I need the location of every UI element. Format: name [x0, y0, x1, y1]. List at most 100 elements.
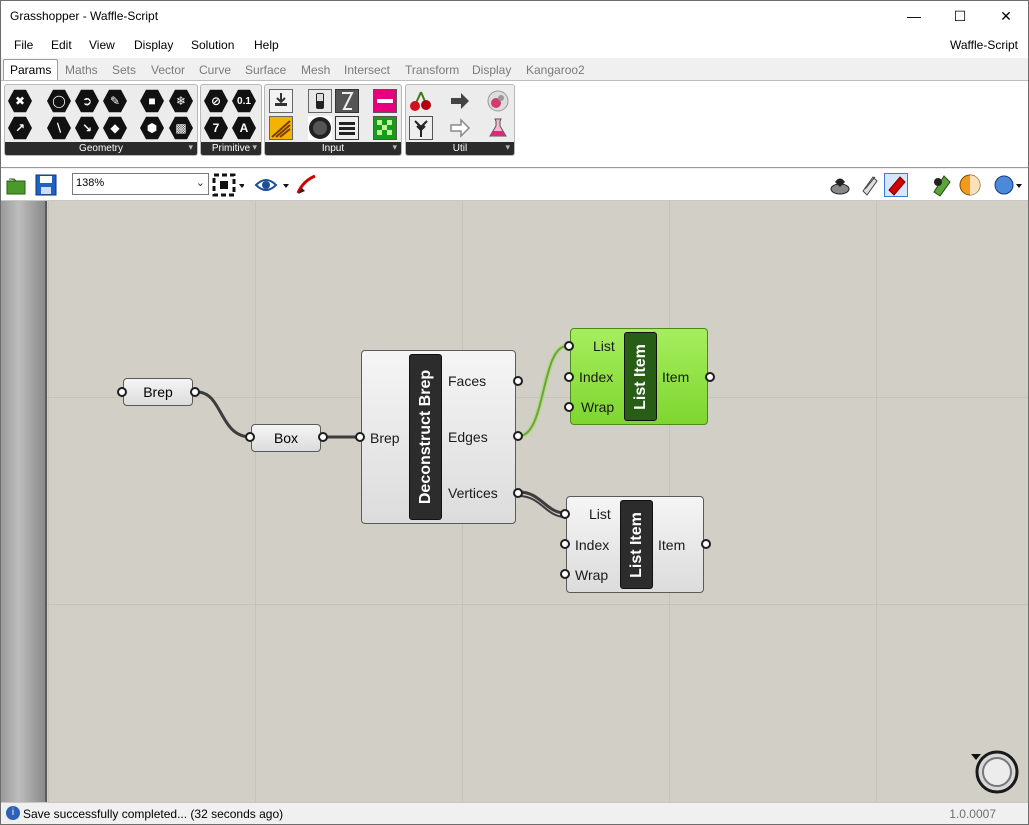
faces-output-port[interactable]: [513, 376, 523, 386]
maximize-button[interactable]: ☐: [937, 1, 983, 32]
close-icon: ✕: [1000, 8, 1012, 24]
circular-arc-param-icon[interactable]: ➲: [75, 89, 99, 113]
tab-intersect[interactable]: Intersect: [344, 63, 391, 77]
cherry-picker-icon[interactable]: [409, 89, 433, 113]
button-input-icon[interactable]: [308, 116, 332, 140]
fitness-landscape-icon[interactable]: [409, 116, 433, 140]
box-param-icon[interactable]: ■: [140, 89, 164, 113]
text-param-icon[interactable]: A: [232, 116, 256, 140]
list-item-2-index-port[interactable]: [560, 539, 570, 549]
tab-sets[interactable]: Sets: [112, 63, 137, 77]
colour-swatch-icon[interactable]: [373, 89, 397, 113]
preview-mode-shaded-icon[interactable]: [828, 173, 852, 197]
close-button[interactable]: ✕: [983, 1, 1029, 32]
zoom-combobox[interactable]: 138%⌄: [72, 173, 209, 195]
tab-curve[interactable]: Curve: [199, 63, 232, 77]
number-slider-icon[interactable]: [335, 89, 359, 113]
deconstruct-input-brep: Brep: [370, 430, 400, 446]
preview-mode-wireframe-icon[interactable]: [857, 173, 881, 197]
vertices-output-port[interactable]: [513, 488, 523, 498]
node-canvas[interactable]: Brep Box Brep Deconstruct Brep Faces Edg…: [1, 201, 1028, 802]
list-item-1-wrap-port[interactable]: [564, 402, 574, 412]
list-item-1-list-port[interactable]: [564, 341, 574, 351]
menu-display[interactable]: Display: [134, 38, 174, 52]
menu-solution[interactable]: Solution: [191, 38, 235, 52]
list-item-2-item-port[interactable]: [701, 539, 711, 549]
menu-help[interactable]: Help: [254, 38, 279, 52]
curve-param-icon[interactable]: ✎: [103, 89, 127, 113]
image-sampler-icon[interactable]: [373, 116, 397, 140]
brep-param-node[interactable]: Brep: [123, 378, 193, 406]
list-item-1-index-port[interactable]: [564, 372, 574, 382]
component-ribbon: ✖ ◯ ➲ ✎ ■ ❄ ↗ ∖ ↘ ◆ ⬢ ▩ Geometry▾ ⊘ 0.1 …: [1, 80, 1028, 168]
mesh-settings-icon[interactable]: [929, 173, 953, 197]
box-param-output-port[interactable]: [318, 432, 328, 442]
list-item-2-output-item: Item: [658, 537, 686, 553]
deconstruct-output-faces: Faces: [448, 373, 487, 389]
preview-mode-selected-icon[interactable]: [884, 173, 908, 197]
status-bar: i Save successfully completed... (32 sec…: [1, 802, 1028, 824]
flask-icon[interactable]: [486, 116, 510, 140]
tab-params[interactable]: Params: [3, 59, 59, 81]
panel-geometry: ✖ ◯ ➲ ✎ ■ ❄ ↗ ∖ ↘ ◆ ⬢ ▩ Geometry▾: [4, 84, 198, 156]
open-file-icon[interactable]: [5, 173, 29, 197]
trigger-icon[interactable]: [448, 116, 472, 140]
canvas-left-scroll[interactable]: [1, 201, 47, 802]
brep-param-icon[interactable]: ⬢: [140, 116, 164, 140]
tab-kangaroo2[interactable]: Kangaroo2: [526, 63, 585, 77]
document-preview-icon[interactable]: [958, 173, 982, 197]
canvas-navigation-icon[interactable]: [969, 750, 1025, 798]
list-item-2-wrap-port[interactable]: [560, 569, 570, 579]
menu-bar: File Edit View Display Solution Help Waf…: [1, 32, 1028, 58]
box-param-input-port[interactable]: [245, 432, 255, 442]
render-preview-sphere-icon[interactable]: [993, 173, 1025, 197]
list-item-2-list-port[interactable]: [560, 509, 570, 519]
deconstruct-brep-node[interactable]: Brep Deconstruct Brep Faces Edges Vertic…: [361, 350, 516, 524]
mesh-param-icon[interactable]: ❄: [169, 89, 193, 113]
galapagos-icon[interactable]: [486, 89, 510, 113]
chevron-down-icon: ⌄: [195, 177, 205, 189]
preview-eye-icon[interactable]: [254, 173, 292, 197]
plane-param-icon[interactable]: ◆: [103, 116, 127, 140]
tab-vector[interactable]: Vector: [151, 63, 186, 77]
boolean-toggle-icon[interactable]: [308, 89, 332, 113]
number-param-icon[interactable]: 0.1: [232, 89, 256, 113]
data-dam-icon[interactable]: [448, 89, 472, 113]
zoom-extents-icon[interactable]: [212, 173, 245, 197]
tab-mesh[interactable]: Mesh: [301, 63, 331, 77]
list-item-2-input-wrap: Wrap: [575, 567, 609, 583]
save-file-icon[interactable]: [34, 173, 58, 197]
sketch-pen-icon[interactable]: [295, 173, 319, 197]
line-param-icon[interactable]: ∖: [47, 116, 71, 140]
menu-file[interactable]: File: [14, 38, 34, 52]
canvas-toolbar: 138%⌄: [1, 169, 1028, 201]
brep-param-input-port[interactable]: [117, 387, 127, 397]
box-param-node[interactable]: Box: [251, 424, 321, 452]
menu-edit[interactable]: Edit: [51, 38, 72, 52]
edges-output-port[interactable]: [513, 431, 523, 441]
panel-primitive: ⊘ 0.1 7 A Primitive▾: [200, 84, 262, 156]
title-bar: Grasshopper - Waffle-Script — ☐ ✕: [0, 0, 1029, 32]
tab-transform[interactable]: Transform: [405, 63, 460, 77]
brep-param-output-port[interactable]: [190, 387, 200, 397]
menu-view[interactable]: View: [89, 38, 115, 52]
panel-label-geometry: Geometry▾: [5, 142, 197, 155]
list-item-node[interactable]: List Index Wrap List Item Item: [566, 496, 704, 593]
point-param-icon[interactable]: ↘: [75, 116, 99, 140]
deconstruct-brep-input-port[interactable]: [355, 432, 365, 442]
tab-maths[interactable]: Maths: [65, 63, 98, 77]
circle-param-icon[interactable]: ◯: [47, 89, 71, 113]
geometry-param-icon[interactable]: ✖: [8, 89, 32, 113]
surface-param-icon[interactable]: ▩: [169, 116, 193, 140]
value-list-icon[interactable]: [335, 116, 359, 140]
graph-mapper-icon[interactable]: [269, 116, 293, 140]
list-item-node-selected[interactable]: List Index Wrap List Item Item: [570, 328, 708, 425]
list-item-1-item-port[interactable]: [705, 372, 715, 382]
boolean-param-icon[interactable]: ⊘: [204, 89, 228, 113]
tab-display[interactable]: Display: [472, 63, 512, 77]
data-input-icon[interactable]: [269, 89, 293, 113]
vector-param-icon[interactable]: ↗: [8, 116, 32, 140]
tab-surface[interactable]: Surface: [245, 63, 287, 77]
minimize-button[interactable]: —: [891, 1, 937, 32]
integer-param-icon[interactable]: 7: [204, 116, 228, 140]
